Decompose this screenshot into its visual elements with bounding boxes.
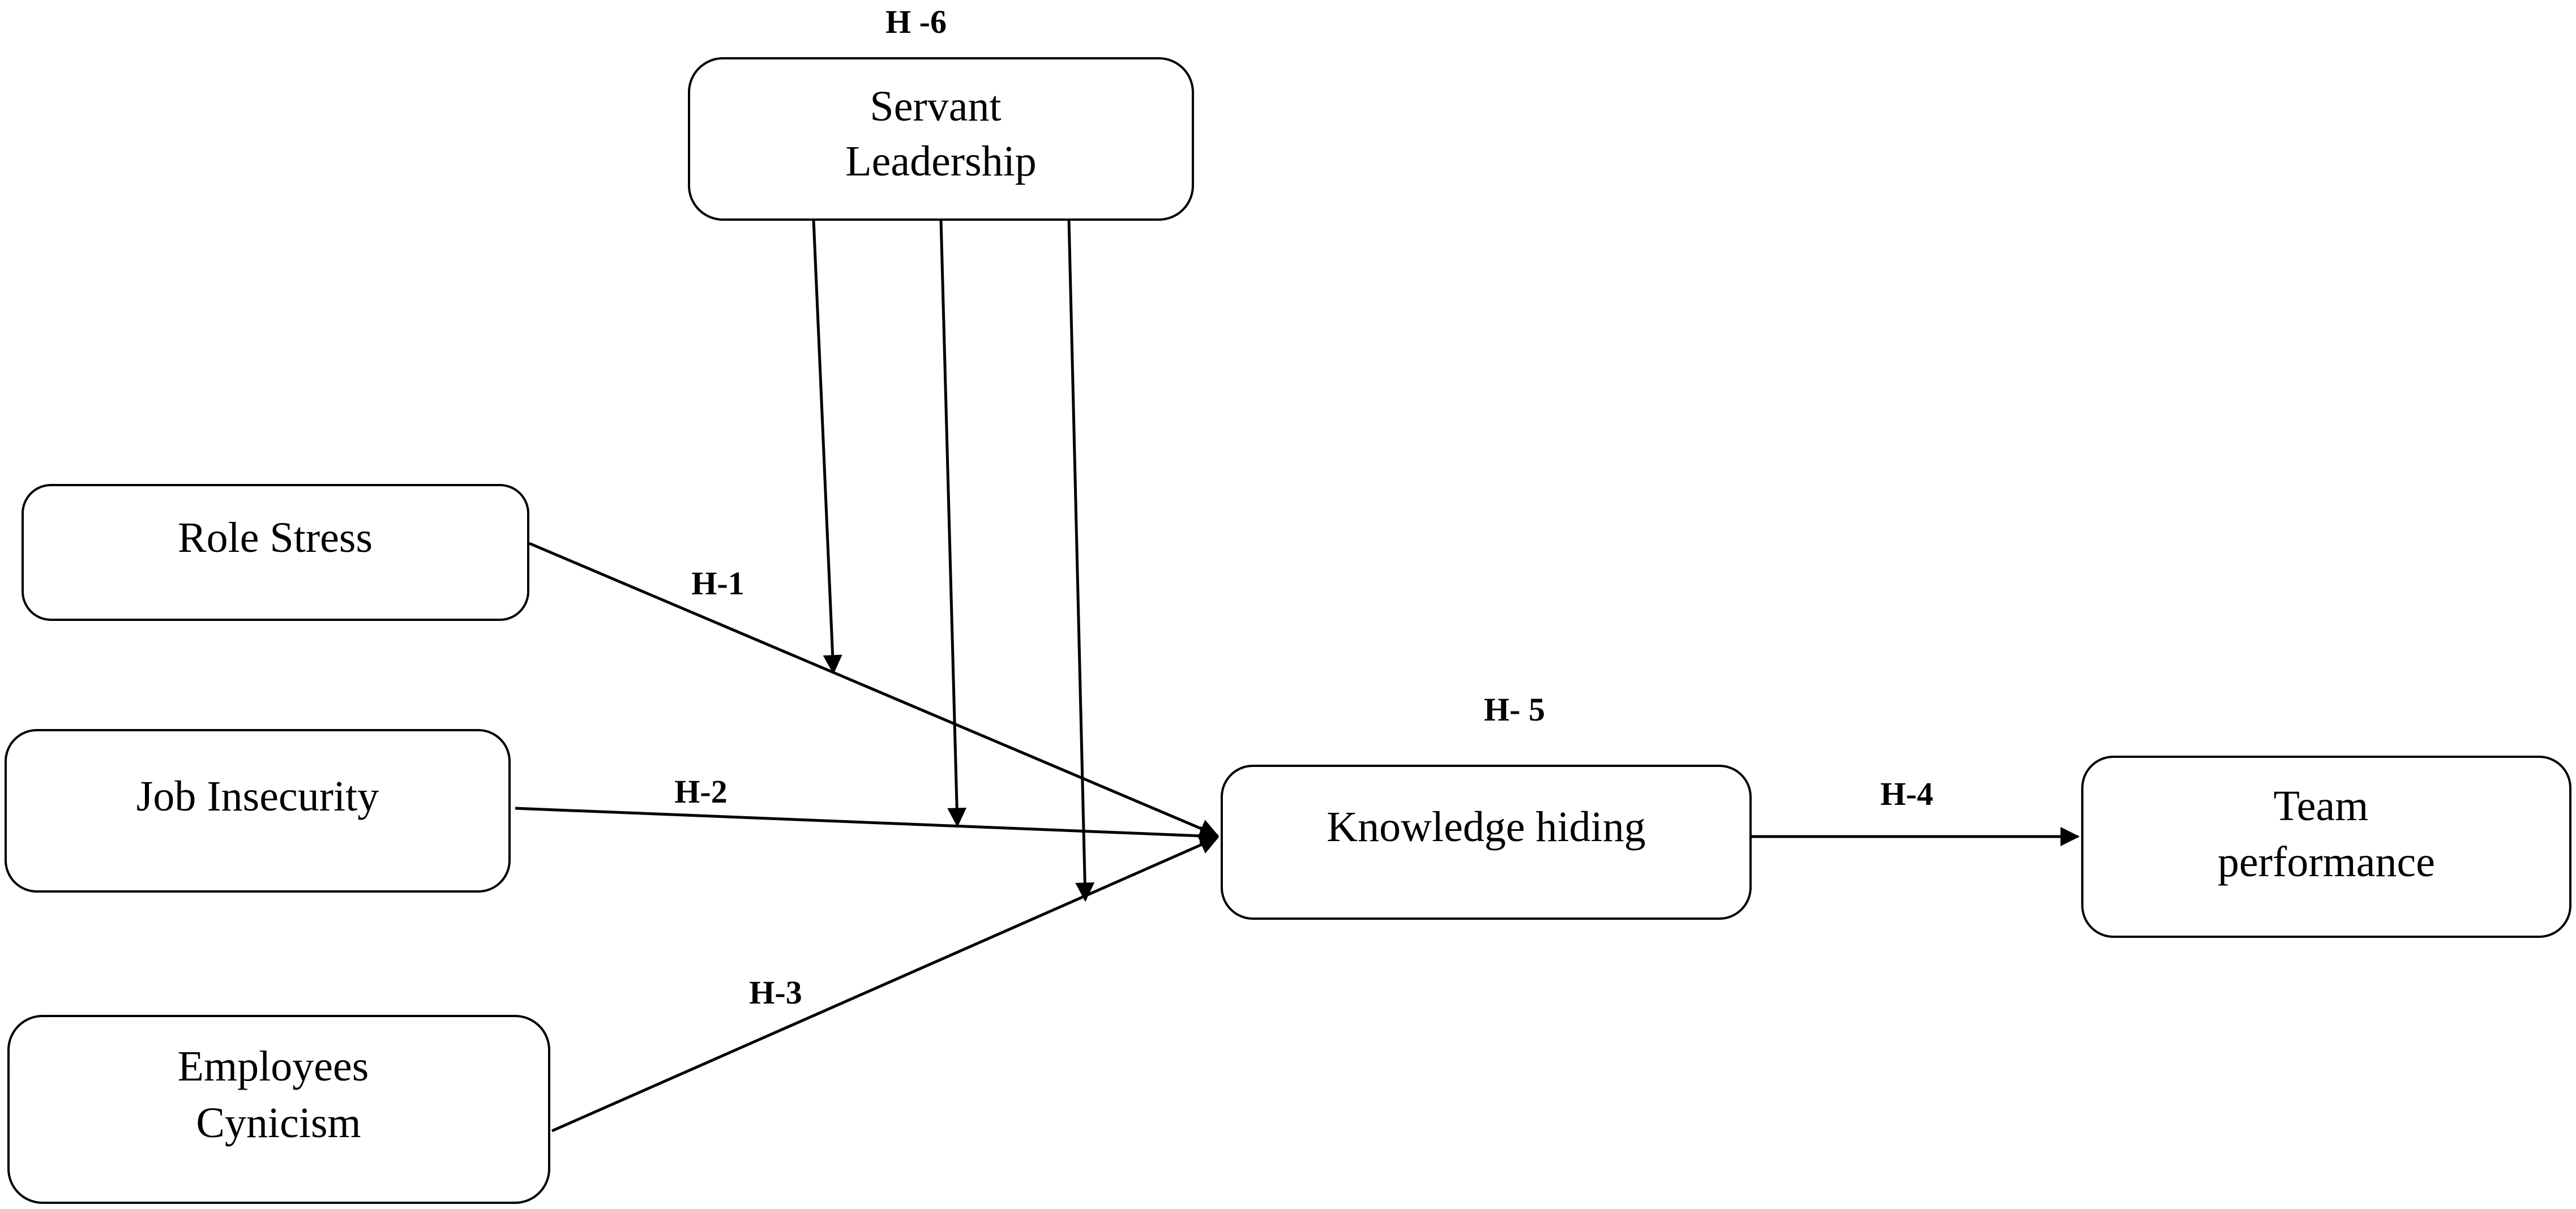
node-knowledge-hiding-label: Knowledge hiding (1326, 803, 1646, 851)
edge-job-insecurity-to-knowledge-hiding (515, 807, 1219, 846)
node-job-insecurity-label: Job Insecurity (136, 773, 379, 820)
node-role-stress: Role Stress (22, 484, 529, 621)
node-role-stress-label: Role Stress (178, 514, 373, 561)
label-h4: H-4 (1880, 775, 1933, 812)
moderation-arrow-h1 (812, 219, 842, 675)
node-servant-leadership-label: Servant Leadership (845, 83, 1037, 185)
label-h2: H-2 (674, 773, 727, 810)
node-servant-leadership: Servant Leadership (688, 57, 1194, 221)
label-h1: H-1 (691, 565, 744, 602)
label-h5: H- 5 (1484, 691, 1545, 728)
moderation-arrow-h3 (1067, 219, 1095, 902)
node-employees-cynicism-label: Employees Cynicism (178, 1043, 380, 1147)
label-h6: H -6 (885, 3, 947, 40)
node-job-insecurity: Job Insecurity (5, 729, 511, 893)
moderation-arrow-h2 (939, 219, 967, 828)
edge-employees-cynicism-to-knowledge-hiding (551, 835, 1219, 1133)
node-employees-cynicism: Employees Cynicism (7, 1015, 550, 1204)
node-knowledge-hiding: Knowledge hiding (1221, 765, 1752, 920)
label-h3: H-3 (749, 974, 802, 1011)
node-team-performance-label: Team performance (2218, 782, 2435, 886)
hypothesis-labels: H -6 H-1 H-2 H-3 H- 5 H-4 (674, 3, 1933, 1011)
edges (515, 219, 2080, 1133)
edge-role-stress-to-knowledge-hiding (529, 542, 1219, 838)
node-team-performance: Team performance (2081, 756, 2571, 938)
